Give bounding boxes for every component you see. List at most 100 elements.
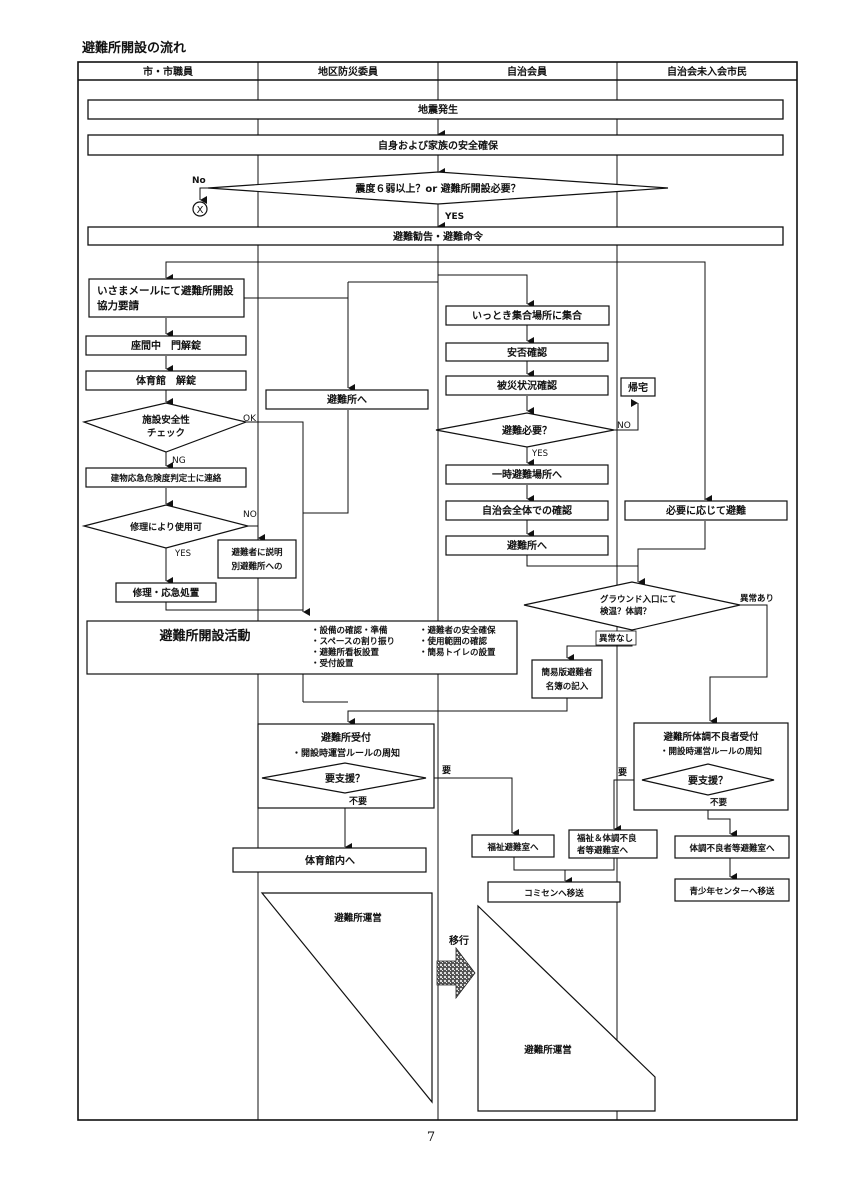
opening-activity-box: 避難所開設活動 ・設備の確認・準備 ・スペースの割り振り ・避難所看板設置 ・受… (86, 620, 518, 675)
support-needed-decision: 要支援？ (261, 762, 427, 794)
svg-text:コミセンへ移送: コミセンへ移送 (524, 888, 584, 899)
svg-text:避難必要？: 避難必要？ (501, 424, 552, 437)
svg-text:要支援？: 要支援？ (688, 774, 728, 787)
ng-label: NG (172, 456, 186, 466)
normal-label: 異常なし (599, 633, 633, 644)
svg-text:避難所受付: 避難所受付 (320, 731, 371, 744)
svg-text:被災状況確認: 被災状況確認 (497, 379, 557, 392)
activity-item: ・使用範囲の確認 (419, 636, 488, 647)
transition-label: 移行 (449, 934, 469, 947)
activity-item: ・簡易トイレの設置 (419, 647, 496, 658)
svg-text:福祉＆体調不良: 福祉＆体調不良 (576, 833, 637, 844)
evac-order-box: 避難勧告・避難命令 (87, 226, 784, 246)
svg-text:建物応急危険度判定士に連絡: 建物応急危険度判定士に連絡 (110, 473, 222, 484)
svg-text:いさまメールにて避難所開設: いさまメールにて避難所開設 (97, 284, 234, 297)
yes-evac-label: YES (531, 449, 548, 459)
svg-text:検温？体調？: 検温？体調？ (600, 606, 651, 617)
go-home-box: 帰宅 (620, 377, 656, 397)
evac-as-needed-box: 必要に応じて避難 (624, 500, 788, 521)
no-label: No (192, 176, 206, 186)
safety-check-decision: 施設安全性 チェック (81, 402, 249, 453)
activity-item: ・設備の確認・準備 (311, 625, 388, 636)
yes-label: YES (444, 212, 464, 222)
transfer-youth-box: 青少年センターへ移送 (674, 878, 790, 902)
activity-item: ・受付設置 (311, 658, 354, 669)
lane-header-association-member: 自治会員 (507, 65, 547, 78)
page-title: 避難所開設の流れ (82, 40, 186, 56)
page-number: 7 (427, 1130, 435, 1145)
svg-text:座間中 門解錠: 座間中 門解錠 (130, 339, 201, 352)
ok-label: OK (243, 414, 257, 424)
svg-text:地震発生: 地震発生 (418, 103, 458, 116)
intensity-decision: 震度６弱以上？or 避難所開設必要？ (207, 171, 669, 205)
lane-header-non-member-citizen: 自治会未入会市民 (667, 65, 747, 78)
svg-text:名簿の記入: 名簿の記入 (546, 681, 589, 692)
svg-text:避難所運営: 避難所運営 (334, 912, 382, 924)
svg-text:避難所へ: 避難所へ (326, 393, 367, 406)
unlock-gym-box: 体育館 解錠 (85, 370, 247, 391)
isama-mail-box: いさまメールにて避難所開設 協力要請 (88, 278, 245, 318)
committee-to-shelter-box: 避難所へ (265, 389, 429, 410)
activity-item: ・避難者の安全確保 (419, 625, 496, 636)
gather-box: いっとき集合場所に集合 (445, 305, 610, 326)
svg-text:・開設時運営ルールの周知: ・開設時運営ルールの周知 (660, 746, 762, 757)
sick-room-box: 体調不良者等避難室へ (674, 835, 790, 859)
repair-action-box: 修理・応急処置 (115, 582, 217, 603)
ground-check-decision: グラウンド入口にて 検温？体調？ (523, 581, 741, 631)
svg-text:体育館 解錠: 体育館 解錠 (136, 374, 196, 387)
svg-text:いっとき集合場所に集合: いっとき集合場所に集合 (472, 309, 583, 322)
no-repair-label: NO (243, 510, 257, 520)
not-needed-label-2: 不要 (710, 797, 728, 808)
evac-needed-decision: 避難必要？ (435, 412, 615, 448)
safety-confirm-box: 安否確認 (445, 342, 609, 362)
svg-text:必要に応じて避難: 必要に応じて避難 (665, 504, 746, 517)
transfer-comisen-box: コミセンへ移送 (487, 881, 621, 903)
svg-text:簡易版避難者: 簡易版避難者 (541, 667, 593, 678)
sick-support-needed-decision: 要支援？ (641, 763, 775, 796)
register-box: 簡易版避難者 名簿の記入 (531, 659, 603, 699)
into-gym-box: 体育館内へ (232, 847, 427, 873)
svg-text:者等避難室へ: 者等避難室へ (576, 845, 629, 856)
unlock-gate-box: 座間中 門解錠 (85, 335, 247, 356)
svg-text:震度６弱以上？or 避難所開設必要？: 震度６弱以上？or 避難所開設必要？ (355, 182, 520, 195)
contact-inspector-box: 建物応急危険度判定士に連絡 (85, 467, 247, 488)
svg-text:避難所へ: 避難所へ (506, 539, 547, 552)
svg-text:協力要請: 協力要請 (97, 299, 139, 312)
not-needed-label: 不要 (349, 796, 367, 807)
svg-text:一時避難場所へ: 一時避難場所へ (492, 468, 562, 481)
damage-check-box: 被災状況確認 (445, 375, 609, 396)
svg-text:青少年センターへ移送: 青少年センターへ移送 (689, 886, 775, 897)
svg-text:避難勧告・避難命令: 避難勧告・避難命令 (392, 230, 484, 243)
svg-text:別避難所への: 別避難所への (230, 561, 282, 572)
need-label-2: 要 (618, 767, 627, 778)
need-label: 要 (442, 765, 451, 776)
operation-left-shape: 避難所運営 (260, 892, 433, 1104)
svg-text:避難所運営: 避難所運営 (524, 1044, 572, 1056)
svg-text:体育館内へ: 体育館内へ (305, 854, 355, 867)
svg-text:安否確認: 安否確認 (507, 346, 547, 359)
repair-decision: 修理により使用可 (81, 504, 251, 549)
svg-text:避難所開設活動: 避難所開設活動 (159, 628, 250, 644)
svg-text:自身および家族の安全確保: 自身および家族の安全確保 (378, 139, 499, 152)
connectors (165, 120, 768, 885)
svg-text:自治会全体での確認: 自治会全体での確認 (482, 504, 572, 517)
svg-text:X: X (197, 205, 204, 216)
normal-label-frame (595, 630, 637, 646)
welfare-sick-room-box: 福祉＆体調不良 者等避難室へ (568, 829, 658, 859)
end-terminator: X (192, 201, 208, 217)
svg-text:グラウンド入口にて: グラウンド入口にて (600, 594, 677, 605)
assoc-confirm-box: 自治会全体での確認 (445, 500, 609, 521)
lane-header-district-committee: 地区防災委員 (318, 65, 378, 78)
svg-text:要支援？: 要支援？ (325, 772, 365, 785)
svg-text:帰宅: 帰宅 (628, 381, 648, 394)
self-safety-box: 自身および家族の安全確保 (87, 134, 784, 156)
welfare-room-box: 福祉避難室へ (471, 834, 555, 858)
svg-text:福祉避難室へ: 福祉避難室へ (486, 842, 539, 853)
svg-text:修理・応急処置: 修理・応急処置 (132, 587, 200, 599)
earthquake-box: 地震発生 (87, 99, 784, 120)
svg-text:避難所体調不良者受付: 避難所体調不良者受付 (663, 731, 759, 743)
no-evac-label: NO (617, 421, 631, 431)
svg-text:・開設時運営ルールの周知: ・開設時運営ルールの周知 (292, 747, 400, 759)
svg-text:修理により使用可: 修理により使用可 (129, 521, 202, 533)
